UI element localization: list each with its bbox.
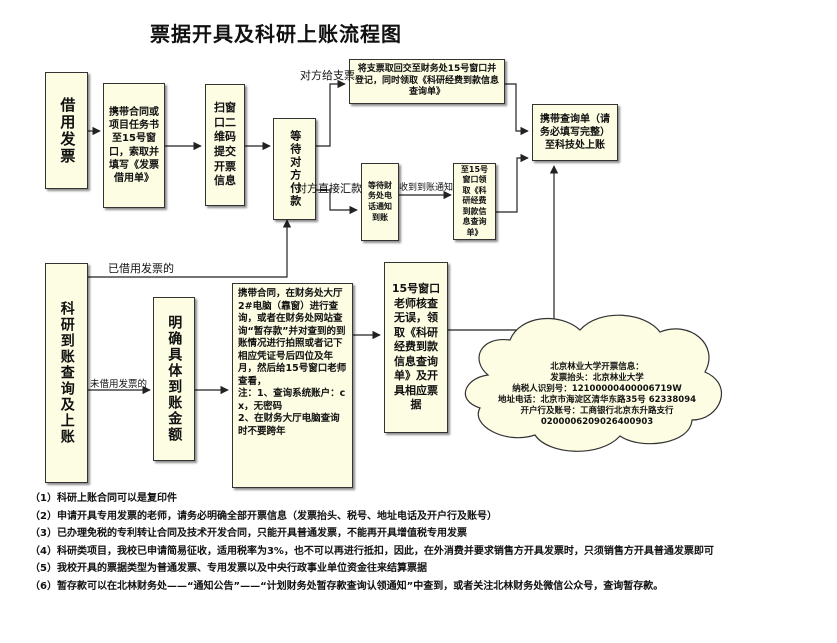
notes-list: （1）科研上账合同可以是复印件 （2）申请开具专用发票的老师，请务必明确全部开票…	[30, 492, 820, 597]
edge-label-check: 对方给支票	[300, 69, 355, 82]
note-item: （3）已办理免税的专利转让合同及技术开发合同，只能开具普通发票，不能再开具增值税…	[30, 528, 467, 539]
cloud-shape	[464, 314, 723, 452]
edge-wait-to-notice	[316, 189, 358, 215]
edge-wait-to-check	[316, 79, 346, 147]
note-item: （2）申请开具专用发票的老师，请务必明确全部开票信息（发票抬头、税号、地址电话及…	[30, 510, 497, 522]
specific-amount-box: 明确具体到账金额	[153, 297, 195, 461]
check-return-box: 将支票取回交至财务处15号窗口并登记，同时领取《科研经费到款信息查询单》	[349, 59, 505, 104]
wait-notice-box: 等待财务处电话通知到账	[361, 163, 399, 241]
note-item: （6）暂存款可以在北林财务处——“通知公告”——“计划财务处暂存款查询认领通知”…	[30, 580, 664, 592]
cloud-line: 开户行及账号：工商银行北京东升路支行	[520, 406, 674, 417]
cloud-line: 纳税人识别号：12100000400006719W	[512, 384, 682, 395]
carry-contract-box: 携带合同或项目任务书至15号窗口，索取并填写《发票借用单》	[103, 83, 165, 208]
invoice-info-cloud: 北京林业大学开票信息： 发票抬头：北京林业大学 纳税人识别号：121000004…	[497, 362, 697, 428]
teacher-check-box: 15号窗口老师核查无误，领取《科研经费到款信息查询单》及开具相应票据	[384, 262, 448, 433]
edge-label-remit: 对方直接汇款	[296, 182, 362, 195]
note-item: （1）科研上账合同可以是复印件	[30, 493, 177, 504]
note-item: （5）我校开具的票据类型为普通发票、专用发票以及中央行政事业单位资金往来结算票据	[30, 563, 427, 574]
edge-window15-to-final	[496, 153, 529, 213]
query-method-box: 携带合同，在财务处大厅2#电脑（靠窗）进行查询，或者在财务处网站查询“暂存款”并…	[232, 283, 353, 488]
cloud-line: 北京林业大学开票信息：	[550, 362, 644, 372]
edge-label-borrowed: 已借用发票的	[108, 262, 174, 275]
edge-research-to-wait	[88, 219, 292, 278]
research-entry-box: 科研到账查询及上账	[45, 263, 88, 483]
edge-label-not-borrowed: 未借用发票的	[90, 379, 148, 390]
cloud-line: 地址电话：北京市海淀区清华东路35号 62338094	[497, 395, 697, 406]
window15-get-box: 至15号窗口领取《科研经费到款信息查询单》	[453, 163, 496, 240]
cloud-line: 发票抬头：北京林业大学	[550, 373, 644, 384]
edge-label-notice: 收到到账通知	[399, 183, 454, 193]
final-box: 携带查询单（请务必填写完整）至科技处上账	[532, 104, 618, 161]
page-title: 票据开具及科研上账流程图	[150, 22, 402, 46]
note-item: （4）科研类项目，我校已申请简易征收，适用税率为3%，也不可以再进行抵扣，因此，…	[30, 545, 714, 557]
wait-payment-box: 等待对方付款	[273, 118, 316, 220]
edge-check-to-final	[505, 83, 529, 136]
scan-qr-box: 扫窗口二维码提交开票信息	[205, 84, 245, 206]
cloud-line: 0200006209026400903	[540, 417, 654, 428]
borrow-invoice-box: 借用发票	[45, 72, 88, 189]
